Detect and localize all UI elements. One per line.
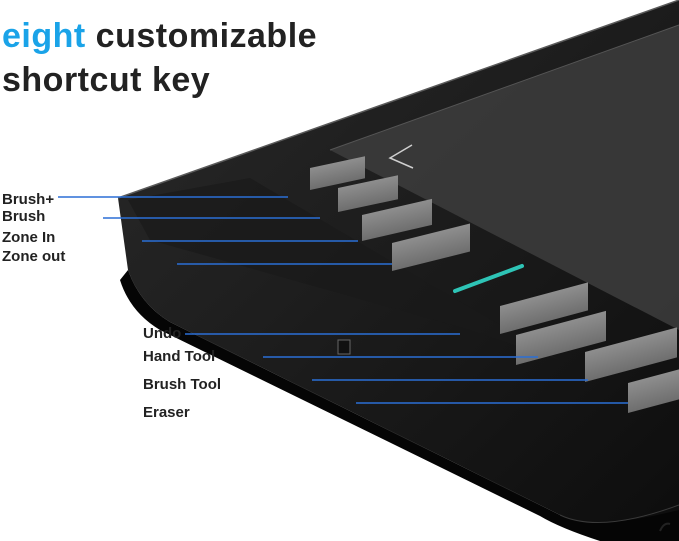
shortcut-key-undo[interactable] bbox=[500, 282, 588, 334]
headline-line2: shortcut key bbox=[2, 61, 211, 99]
label-hand-tool: Hand Tool bbox=[143, 348, 216, 365]
page-title: eight customizable shortcut key bbox=[2, 14, 317, 102]
label-eraser: Eraser bbox=[143, 404, 190, 421]
left-key-panel bbox=[128, 178, 560, 360]
shortcut-key-zone-in[interactable] bbox=[362, 198, 432, 241]
shortcut-key-eraser[interactable] bbox=[628, 366, 679, 413]
label-undo: Undo bbox=[143, 325, 182, 342]
shortcut-keys-right bbox=[500, 282, 679, 413]
headline-line1: customizable bbox=[85, 17, 318, 55]
shortcut-key-zone-out[interactable] bbox=[392, 223, 470, 271]
corner-mark-icon bbox=[388, 144, 414, 169]
usb-port bbox=[337, 339, 351, 355]
label-brush-tool: Brush Tool bbox=[143, 376, 222, 393]
headline-accent: eight bbox=[2, 17, 86, 55]
label-zone-out: Zone out bbox=[2, 248, 66, 265]
shortcut-keys-left bbox=[310, 156, 470, 271]
label-zone-in: Zone In bbox=[2, 229, 56, 246]
leader-lines bbox=[58, 196, 628, 404]
shortcut-key-brush-plus[interactable] bbox=[310, 156, 365, 190]
shortcut-key-brush[interactable] bbox=[338, 175, 398, 212]
shortcut-key-hand-tool[interactable] bbox=[516, 310, 606, 365]
shortcut-key-brush-tool[interactable] bbox=[585, 327, 677, 382]
label-brush-plus: Brush+ bbox=[2, 191, 55, 208]
label-brush: Brush bbox=[2, 208, 46, 225]
status-indicator-light bbox=[453, 264, 524, 293]
active-area bbox=[330, 25, 679, 330]
stylus-tip bbox=[659, 522, 671, 532]
